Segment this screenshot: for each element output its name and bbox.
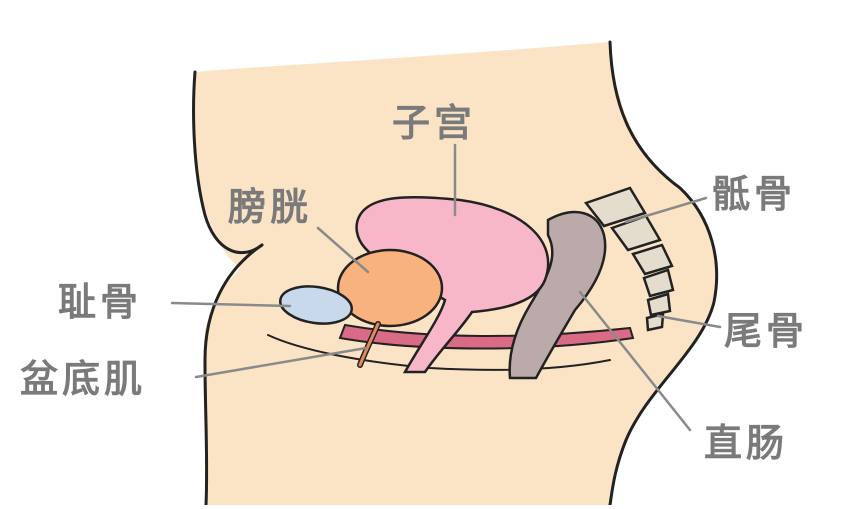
sacrum-vertebra-3 — [631, 243, 674, 276]
label-bladder: 膀胱 — [228, 185, 313, 229]
body-outline-front — [192, 70, 264, 255]
leader-pelvic-floor — [194, 346, 368, 379]
leader-rectum — [578, 290, 692, 432]
leader-bladder — [316, 226, 370, 274]
spine-vertebrae — [583, 186, 675, 332]
body-outline-back — [608, 40, 719, 507]
label-coccyx: 尾骨 — [724, 309, 809, 353]
urethra-inner — [358, 322, 380, 367]
leader-lines — [170, 143, 722, 432]
coccyx-vertebra-2 — [646, 292, 672, 317]
label-uterus: 子宫 — [392, 101, 477, 145]
perineum-line — [267, 334, 611, 371]
label-rectum: 直肠 — [704, 421, 789, 465]
label-pelvic-floor: 盆底肌 — [20, 357, 147, 401]
leader-sacrum — [624, 196, 708, 224]
pubic-bone-shape — [279, 285, 353, 325]
coccyx-vertebra-1 — [642, 268, 675, 298]
leader-pubic-bone — [170, 301, 292, 308]
label-pubic-bone: 耻骨 — [58, 280, 143, 324]
body-outline-front-lower — [203, 243, 264, 507]
leader-coccyx — [656, 314, 722, 329]
sacrum-vertebra-1 — [583, 186, 647, 228]
label-sacrum: 骶骨 — [712, 172, 797, 216]
bladder-shape — [336, 248, 444, 328]
